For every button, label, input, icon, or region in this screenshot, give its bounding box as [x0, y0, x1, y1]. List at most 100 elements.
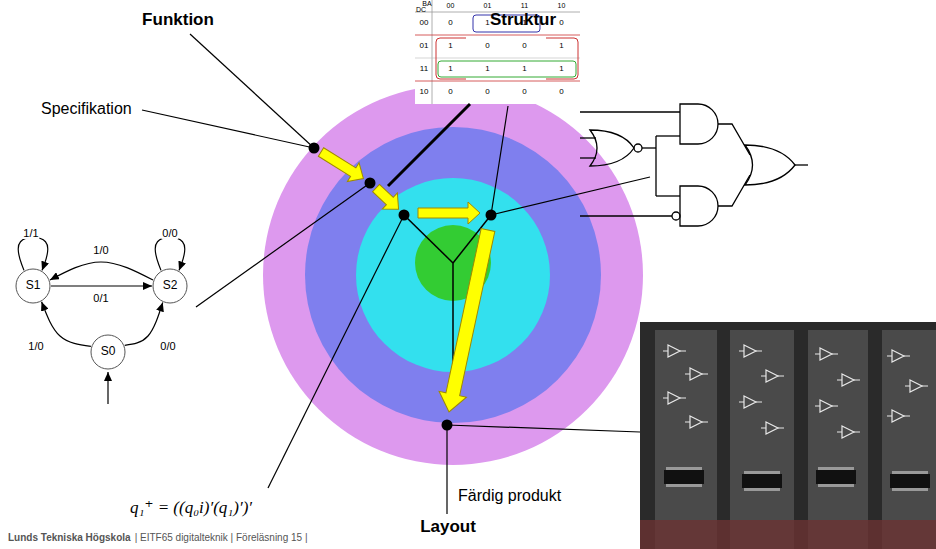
- kmap-header: 01: [420, 42, 429, 51]
- breadboard-photo: [808, 330, 868, 549]
- breadboard-photo: [739, 345, 762, 357]
- transition-label: 1/0: [27, 340, 44, 352]
- breadboard-photo: [815, 348, 838, 360]
- logic-gate-schematic: [656, 195, 680, 196]
- state-outline: [91, 335, 125, 369]
- logic-gate-schematic: [580, 137, 596, 138]
- synthesis-pointer: [388, 104, 470, 186]
- kmap-cell: 1: [448, 42, 452, 51]
- transition-arrow: [155, 237, 185, 270]
- logic-gate-schematic: [745, 145, 795, 185]
- kmap-table: [415, 81, 580, 82]
- kmap-cell: 0: [559, 19, 563, 28]
- y-axis-line: [404, 215, 453, 263]
- kmap-variable: DC: [416, 6, 426, 14]
- logic-gate-schematic: [580, 157, 596, 158]
- breadboard-photo: [882, 330, 936, 549]
- kmap-cell: 0: [522, 88, 526, 97]
- logic-gate-schematic: [672, 212, 680, 220]
- abstraction-circles: [305, 127, 601, 423]
- kmap-header: 01: [484, 2, 492, 10]
- leader-line: [196, 183, 370, 307]
- kmap-cell: 0: [448, 88, 452, 97]
- leader-line: [142, 34, 650, 514]
- view-axis-label: Layout: [420, 518, 476, 537]
- state-name: S0: [101, 345, 116, 358]
- kmap-table: [415, 0, 581, 104]
- breadboard-photo: [905, 380, 928, 392]
- breadboard-photo: [887, 350, 910, 362]
- kmap-table: [415, 0, 581, 104]
- logic-gate-schematic: [590, 130, 634, 166]
- logic-gate-schematic: [655, 136, 656, 196]
- kmap-header: 10: [420, 88, 429, 97]
- footer-text: | EITF65 digitalteknik | Föreläsning 15 …: [135, 532, 308, 543]
- yellow-arrow: [418, 202, 480, 224]
- logic-gate-schematic: [680, 186, 718, 226]
- breadboard-photo: [663, 345, 686, 357]
- breadboard-photo: [663, 392, 686, 404]
- abstraction-circles: [263, 85, 643, 465]
- transition-arrow: [125, 302, 163, 345]
- logic-gate-schematic: [634, 144, 642, 152]
- logic-gate-schematic: [718, 175, 750, 206]
- kmap-table: [438, 61, 576, 77]
- breadboard-photo: [761, 422, 784, 434]
- leader-line: [190, 34, 314, 148]
- breadboard-photo: [837, 426, 860, 438]
- logic-gate-schematic: [795, 164, 808, 165]
- logic-gate-schematic: [656, 135, 680, 136]
- kmap-table: [432, 0, 433, 104]
- leader-line: [491, 106, 508, 215]
- synthesis-pointer: [388, 104, 470, 186]
- breadboard-photo: [685, 368, 708, 380]
- kmap-cell: 1: [559, 65, 563, 74]
- logic-gate-schematic: [680, 104, 718, 144]
- kmap-cell: 0: [448, 19, 452, 28]
- transition-arrow: [51, 285, 152, 286]
- kmap-table: [415, 35, 580, 36]
- kmap-table: [415, 58, 580, 59]
- logic-gate-schematic: [580, 215, 672, 216]
- breadboard-photo: [640, 322, 936, 549]
- kmap-cell: 1: [485, 19, 489, 28]
- breadboard-photo: [761, 370, 784, 382]
- breadboard-photo: [887, 410, 910, 422]
- breadboard-photo: [640, 322, 936, 549]
- yellow-arrow: [315, 143, 502, 415]
- initial-state-arrow: [107, 372, 108, 404]
- leader-line: [446, 425, 447, 514]
- kmap-header: 11: [420, 65, 428, 74]
- state-circle: S2: [152, 268, 188, 304]
- state-circle: S0: [90, 334, 126, 370]
- kmap-cell: 1: [448, 65, 452, 74]
- formula: q₁⁺ = ((q₀i)′(q₁)′)′: [130, 499, 252, 518]
- kmap-cell: 0: [559, 88, 563, 97]
- callout-label: Specifikation: [41, 100, 132, 118]
- breadboard-photo: [664, 467, 704, 487]
- initial-state-arrow: [108, 372, 109, 404]
- transition-arrow: [18, 237, 48, 270]
- transition-label: 0/0: [161, 227, 178, 239]
- yellow-arrow: [435, 227, 501, 415]
- breadboard-photo: [816, 467, 856, 487]
- state-name: S1: [26, 279, 41, 292]
- breadboard-photo: [640, 520, 936, 549]
- abstraction-circles: [356, 178, 550, 372]
- breadboard-photo: [739, 396, 762, 408]
- state-circle: S1: [15, 268, 51, 304]
- view-axis-label: Funktion: [142, 11, 214, 30]
- leader-line: [142, 110, 314, 148]
- kmap-table: [546, 38, 578, 79]
- breadboard-photo: [742, 471, 782, 491]
- level-dot: [442, 420, 453, 431]
- transition-arrow: [42, 302, 91, 346]
- logic-gate-schematic: [580, 111, 680, 112]
- transition-label: 1/1: [22, 227, 39, 239]
- breadboard-photo: [815, 400, 838, 412]
- kmap-cell: 1: [522, 65, 526, 74]
- level-dot: [486, 210, 497, 221]
- level-dot: [365, 178, 376, 189]
